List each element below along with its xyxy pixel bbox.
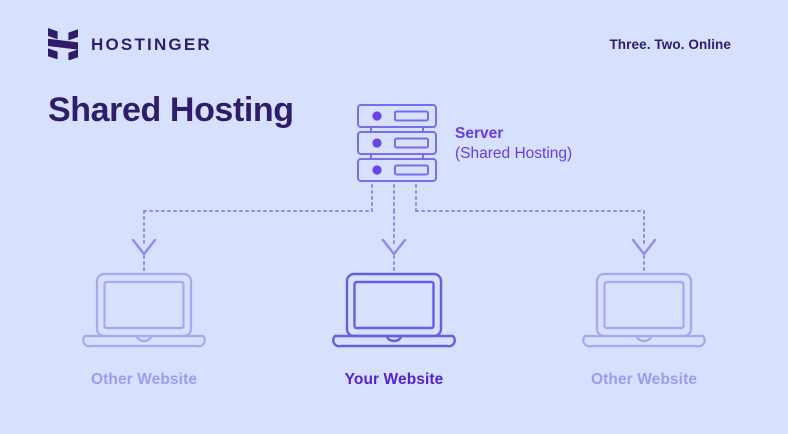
page-title: Shared Hosting bbox=[48, 91, 294, 129]
brand-logo: HOSTINGER bbox=[48, 28, 212, 61]
laptop-icon bbox=[331, 272, 457, 352]
server-label-secondary: (Shared Hosting) bbox=[455, 145, 573, 163]
server-label: Server (Shared Hosting) bbox=[455, 124, 572, 165]
node-label-your-website: Your Website bbox=[344, 371, 444, 388]
node-label-other-website-right: Other Website bbox=[590, 371, 698, 388]
tagline: Three. Two. Online bbox=[609, 37, 731, 52]
laptop-icon bbox=[581, 272, 707, 352]
brand-name: HOSTINGER bbox=[91, 34, 212, 54]
chevron-down-arrow-icon bbox=[131, 238, 657, 256]
server-rack-icon bbox=[357, 104, 437, 184]
server-label-primary: Server bbox=[455, 125, 504, 142]
node-label-other-website-left: Other Website bbox=[90, 371, 198, 388]
hostinger-h-logo-icon bbox=[48, 28, 78, 61]
laptop-icon bbox=[81, 272, 207, 352]
